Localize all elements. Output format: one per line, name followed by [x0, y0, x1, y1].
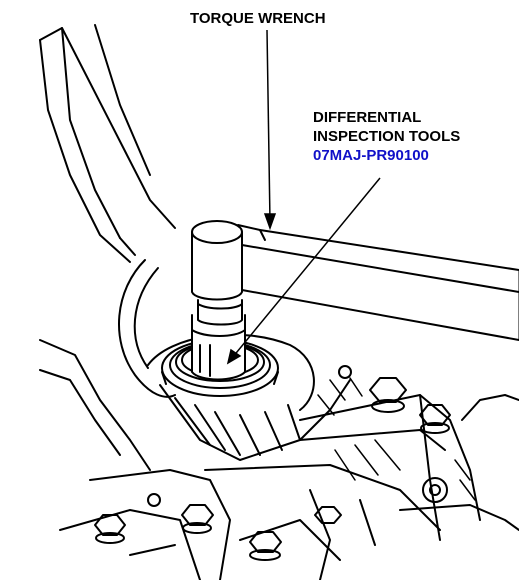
inspection-tool: [191, 299, 246, 381]
bolt: [419, 404, 451, 434]
bolt: [369, 377, 407, 413]
part-number-label: 07MAJ-PR90100: [313, 147, 429, 164]
bolt: [249, 531, 282, 561]
tools-arrowhead: [226, 348, 242, 365]
torque-wrench-arrowhead: [263, 213, 277, 231]
tools-leader: [231, 177, 381, 359]
bolt: [314, 506, 342, 524]
transmission-case: [59, 333, 519, 580]
housing-fin: [39, 24, 176, 263]
bolt: [94, 514, 126, 544]
wrench-head: [191, 220, 243, 301]
housing-left-edge: [39, 259, 176, 471]
bolt: [181, 504, 214, 534]
mounting-boss: [422, 477, 448, 503]
leader-lines: [226, 29, 381, 365]
inspection-tools-label: INSPECTION TOOLS: [313, 128, 461, 145]
wrench-arm: [237, 224, 519, 341]
case-ribs: [317, 377, 476, 501]
differential-tools-callout: DIFFERENTIAL INSPECTION TOOLS 07MAJ-PR90…: [313, 108, 460, 165]
bolt-heads: [94, 365, 451, 561]
differential-label: DIFFERENTIAL: [313, 109, 422, 126]
small-stud: [338, 365, 352, 379]
torque-wrench-leader: [266, 29, 271, 223]
torque-wrench-label: TORQUE WRENCH: [190, 10, 326, 27]
